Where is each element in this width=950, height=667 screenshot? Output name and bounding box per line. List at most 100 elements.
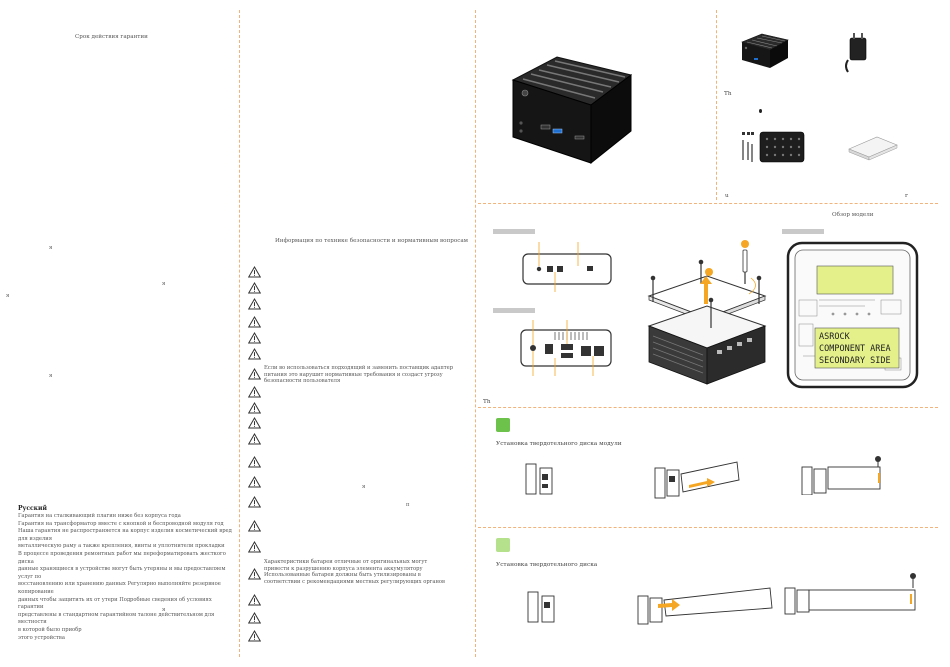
board-area-text: COMPONENT AREA bbox=[819, 344, 891, 354]
warranty-mark: я bbox=[49, 245, 53, 251]
fold-line bbox=[239, 10, 240, 657]
section-label bbox=[493, 308, 535, 313]
front-view-diagram bbox=[522, 242, 612, 292]
module-step-1 bbox=[525, 463, 553, 495]
warranty-mark: я bbox=[162, 607, 166, 613]
warning-row bbox=[248, 282, 453, 296]
safety-title: Информация по технике безопасности и нор… bbox=[275, 238, 469, 244]
step-two-badge bbox=[496, 538, 510, 552]
warning-triangle-icon bbox=[248, 316, 261, 328]
fold-line bbox=[478, 527, 938, 528]
warning-row: Если во использоваться подходящий и заме… bbox=[248, 364, 453, 386]
warning-triangle-icon bbox=[248, 386, 261, 398]
warning-row bbox=[248, 433, 453, 447]
text-line: данные хранящиеся в устройстве могут быт… bbox=[18, 566, 226, 580]
motherboard-diagram: ASROCK COMPONENT AREA SECONDARY SIDE bbox=[786, 241, 919, 389]
warning-triangle-icon bbox=[248, 520, 261, 532]
module-step-3 bbox=[801, 456, 881, 495]
usb-port-icon bbox=[587, 266, 593, 271]
contents-corner-left: u bbox=[725, 193, 729, 199]
step-marker-icon bbox=[705, 268, 713, 276]
warning-triangle-icon bbox=[248, 568, 261, 580]
warning-row bbox=[248, 348, 453, 362]
battery-warning-text: Характеристики батареи отличные от ориги… bbox=[264, 559, 445, 585]
contents-dot bbox=[759, 109, 762, 113]
text-line: представлены в стандартном гарантийном т… bbox=[18, 611, 215, 626]
usb-port-icon bbox=[574, 135, 585, 140]
russian-heading: Русский bbox=[18, 505, 47, 512]
overview-label: Th bbox=[483, 399, 491, 405]
exploded-view-diagram bbox=[647, 240, 767, 385]
warning-row: Характеристики батареи отличные от ориги… bbox=[248, 558, 453, 586]
warning-row bbox=[248, 594, 453, 608]
power-button-icon bbox=[521, 89, 529, 97]
contents-corner-right: r bbox=[905, 193, 908, 199]
warning-triangle-icon bbox=[248, 417, 261, 429]
warning-row bbox=[248, 520, 453, 534]
screwdriver-icon bbox=[742, 249, 748, 284]
screws-image bbox=[742, 132, 754, 162]
warning-row: п bbox=[248, 496, 453, 510]
text-line: в которой было приобр bbox=[18, 626, 82, 633]
warning-row bbox=[248, 298, 453, 312]
warning-row: я bbox=[248, 476, 453, 490]
warning-row bbox=[248, 316, 453, 330]
warranty-mark: я bbox=[6, 293, 10, 299]
text-line: этого устройства bbox=[18, 634, 65, 641]
manual-booklet-image bbox=[848, 136, 898, 161]
warning-row bbox=[248, 402, 453, 416]
step-marker-icon bbox=[741, 240, 749, 248]
russian-text: Гарантия на сталкивающий плагин ниже без… bbox=[18, 513, 233, 642]
warning-triangle-icon bbox=[248, 612, 261, 624]
usb-port-icon bbox=[557, 266, 563, 272]
warning-triangle-icon bbox=[248, 456, 261, 468]
warning-triangle-icon bbox=[248, 433, 261, 445]
text-line: металлическую раму а также крепления, ви… bbox=[18, 543, 225, 550]
warning-triangle-icon bbox=[248, 348, 261, 360]
usb-port-icon bbox=[540, 124, 551, 130]
fold-line bbox=[475, 10, 476, 657]
rear-view-diagram bbox=[520, 320, 612, 376]
section-label bbox=[782, 229, 824, 234]
fold-line bbox=[478, 407, 938, 408]
disk-step-2 bbox=[637, 587, 773, 625]
warning-row bbox=[248, 266, 453, 280]
hero-product-image bbox=[511, 56, 633, 165]
text-line: Гарантия на трансформатор вместе с кнопк… bbox=[18, 520, 224, 527]
vesa-bracket-image bbox=[759, 131, 805, 163]
warning-triangle-icon bbox=[248, 368, 261, 380]
warning-row bbox=[248, 612, 453, 626]
power-adapter-image bbox=[845, 33, 867, 73]
text-line: Наша гарантия не распространяется на кор… bbox=[18, 528, 232, 542]
contents-box-image bbox=[741, 33, 789, 68]
warning-triangle-icon bbox=[248, 402, 261, 414]
fold-line bbox=[478, 203, 938, 204]
warning-triangle-icon bbox=[248, 630, 261, 642]
usb-port-icon bbox=[547, 266, 553, 272]
disk-step-3 bbox=[784, 573, 916, 615]
safety-mark: п bbox=[406, 502, 410, 508]
warning-triangle-icon bbox=[248, 298, 261, 310]
warning-triangle-icon bbox=[248, 594, 261, 606]
module-install-title: Установка твердотельного диска модули bbox=[496, 441, 622, 447]
warning-triangle-icon bbox=[248, 541, 261, 553]
text-line: Гарантия на сталкивающий плагин ниже без… bbox=[18, 513, 181, 519]
text-line: В процессе проведения ремонтных работ мы… bbox=[18, 550, 226, 565]
disk-install-title: Установка твердотельного диска bbox=[496, 562, 598, 568]
board-brand-text: ASROCK bbox=[819, 332, 851, 342]
fold-line bbox=[716, 10, 717, 200]
usb-port-icon bbox=[552, 128, 563, 134]
warranty-panel: Срок действия гарантии я я я я Русский Г… bbox=[0, 0, 240, 667]
warranty-mark: я bbox=[49, 373, 53, 379]
board-side-text: SECONDARY SIDE bbox=[819, 356, 891, 366]
warranty-mark: я bbox=[162, 281, 166, 287]
section-label bbox=[493, 229, 535, 234]
warranty-title: Срок действия гарантии bbox=[75, 34, 148, 40]
warning-row bbox=[248, 332, 453, 346]
warning-triangle-icon bbox=[248, 496, 261, 508]
contents-label: Th bbox=[724, 91, 732, 97]
step-one-badge bbox=[496, 418, 510, 432]
text-line: восстановлению или хранению данных Регул… bbox=[18, 581, 221, 595]
module-step-2 bbox=[654, 461, 740, 499]
adapter-warning-text: Если во использоваться подходящий и заме… bbox=[264, 365, 454, 385]
